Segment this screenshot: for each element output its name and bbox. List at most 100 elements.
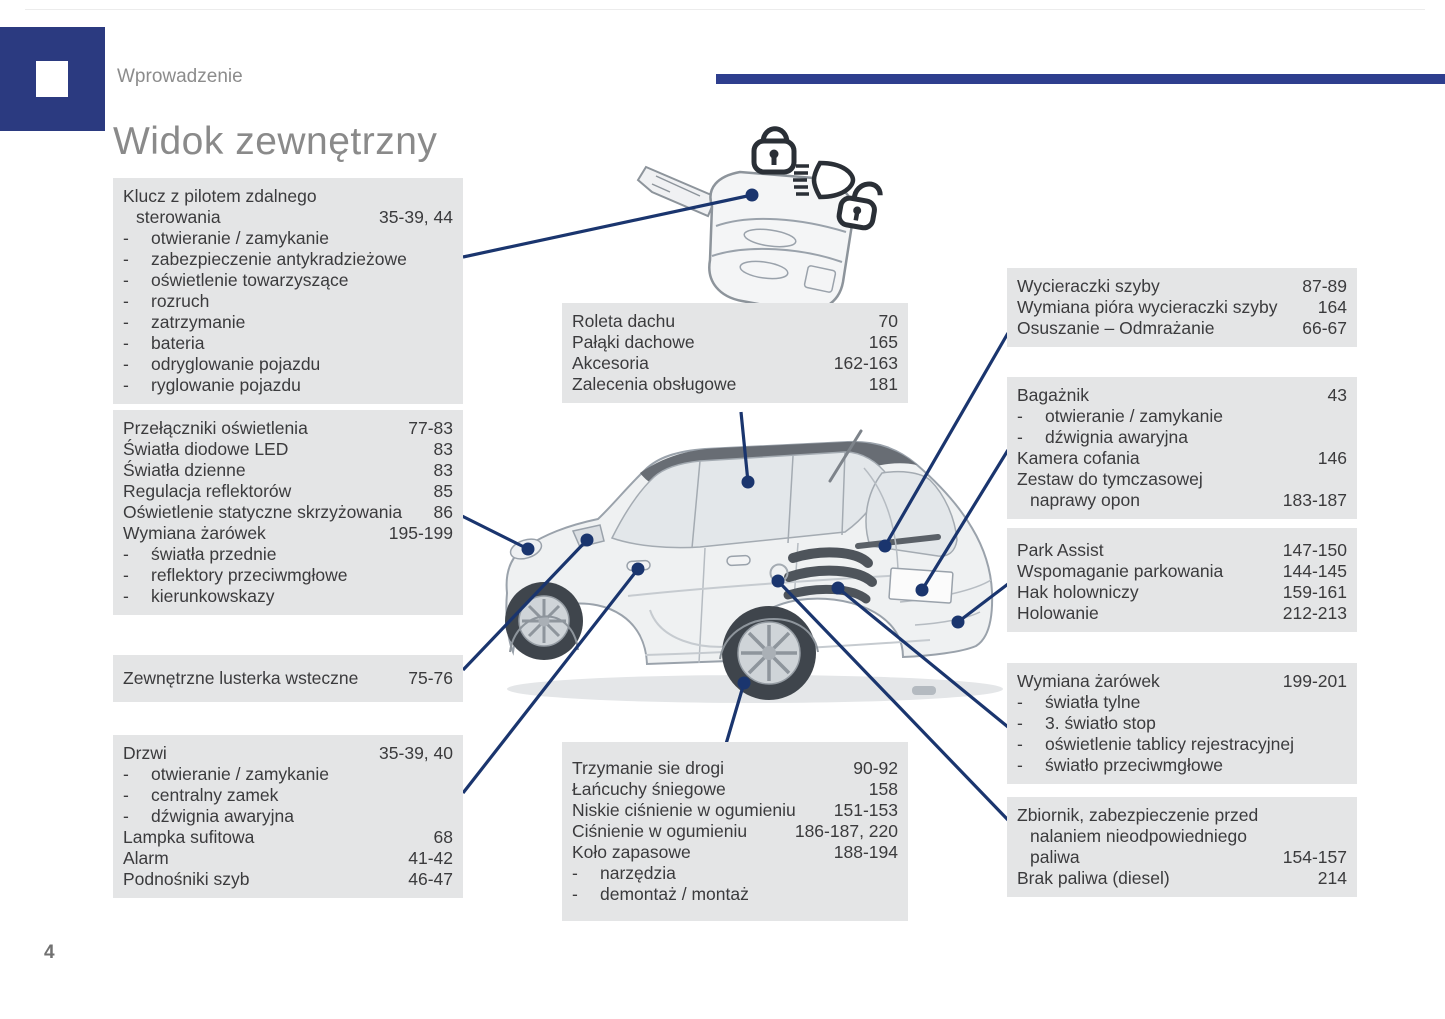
toc-pages: 199-201 bbox=[1282, 671, 1347, 691]
toc-label: bateria bbox=[151, 333, 205, 353]
toc-label: Łańcuchy śniegowe bbox=[572, 779, 726, 799]
callout-lines bbox=[461, 193, 1010, 822]
dash-marker: - bbox=[1017, 755, 1023, 775]
toc-label: Holowanie bbox=[1017, 603, 1099, 623]
rear-wheel bbox=[722, 606, 816, 700]
toc-row: Łańcuchy śniegowe 158 bbox=[572, 779, 898, 800]
toc-label: Drzwi bbox=[123, 743, 167, 763]
toc-label: narzędzia bbox=[600, 863, 676, 883]
toc-row: Zbiornik, zabezpieczenie przed bbox=[1017, 805, 1347, 826]
toc-row: -otwieranie / zamykanie bbox=[123, 228, 453, 249]
toc-pages: 164 bbox=[1317, 297, 1347, 317]
toc-label: Kamera cofania bbox=[1017, 448, 1140, 468]
toc-pages: 151-153 bbox=[833, 800, 898, 820]
toc-label: Pałąki dachowe bbox=[572, 332, 695, 352]
toc-pages: 181 bbox=[868, 374, 898, 394]
toc-pages: 83 bbox=[433, 439, 453, 459]
dash-marker: - bbox=[123, 249, 129, 269]
page-top-rule bbox=[25, 9, 1425, 10]
toc-pages: 158 bbox=[868, 779, 898, 799]
toc-pages: 68 bbox=[433, 827, 453, 847]
toc-label: otwieranie / zamykanie bbox=[151, 228, 329, 248]
toc-row: - narzędzia bbox=[572, 863, 898, 884]
toc-label: Przełączniki oświetlenia bbox=[123, 418, 308, 438]
toc-row: -odryglowanie pojazdu bbox=[123, 354, 453, 375]
toc-row: Akcesoria 162-163 bbox=[572, 353, 898, 374]
dash-marker: - bbox=[572, 863, 578, 883]
toc-label: Alarm bbox=[123, 848, 169, 868]
toc-label: Niskie ciśnienie w ogumieniu bbox=[572, 800, 796, 820]
toc-row: Światła diodowe LED 83 bbox=[123, 439, 453, 460]
toc-row: Niskie ciśnienie w ogumieniu 151-153 bbox=[572, 800, 898, 821]
front-wheel bbox=[505, 582, 583, 660]
toc-label: odryglowanie pojazdu bbox=[151, 354, 321, 374]
toc-row: -ryglowanie pojazdu bbox=[123, 375, 453, 396]
dash-marker: - bbox=[123, 270, 129, 290]
toc-label: Światła dzienne bbox=[123, 460, 246, 480]
page-number: 4 bbox=[44, 942, 55, 963]
toc-pages: 147-150 bbox=[1282, 540, 1347, 560]
roof-antenna bbox=[828, 429, 863, 483]
toc-pages: 86 bbox=[433, 502, 453, 522]
car-illustration bbox=[505, 429, 1003, 703]
lock-open-icon bbox=[836, 181, 883, 231]
toc-row: Park Assist 147-150 bbox=[1017, 540, 1347, 561]
chapter-logo-inner-square bbox=[36, 61, 68, 97]
toc-label: Akcesoria bbox=[572, 353, 649, 373]
headlight-beam-icon bbox=[793, 160, 856, 200]
toc-row: -zabezpieczenie antykradzieżowe bbox=[123, 249, 453, 270]
toc-pages: 162-163 bbox=[833, 353, 898, 373]
toc-pages: 41-42 bbox=[408, 848, 453, 868]
toc-pages: 183-187 bbox=[1282, 490, 1347, 510]
toc-label: Park Assist bbox=[1017, 540, 1104, 560]
toc-row: Lampka sufitowa 68 bbox=[123, 827, 453, 848]
toc-label: Zewnętrzne lusterka wsteczne bbox=[123, 668, 359, 688]
dash-marker: - bbox=[123, 312, 129, 332]
toc-label: otwieranie / zamykanie bbox=[151, 764, 329, 784]
toc-row: Oświetlenie statyczne skrzyżowania 86 bbox=[123, 502, 453, 523]
toc-label: Oświetlenie statyczne skrzyżowania bbox=[123, 502, 403, 522]
toc-pages: 75-76 bbox=[408, 668, 453, 688]
toc-label: rozruch bbox=[151, 291, 210, 311]
toc-label: paliwa bbox=[1030, 847, 1080, 867]
dash-marker: - bbox=[1017, 734, 1023, 754]
dash-marker: - bbox=[123, 333, 129, 353]
toc-pages: 154-157 bbox=[1282, 847, 1347, 867]
toc-row: Alarm 41-42 bbox=[123, 848, 453, 869]
toc-label: światła tylne bbox=[1045, 692, 1141, 712]
toc-row: -oświetlenie tablicy rejestracyjnej bbox=[1017, 734, 1347, 755]
toc-label: Lampka sufitowa bbox=[123, 827, 255, 847]
dash-marker: - bbox=[123, 565, 129, 585]
toc-label: światło przeciwmgłowe bbox=[1045, 755, 1223, 775]
header-accent-bar bbox=[716, 74, 1445, 84]
toc-label: 3. światło stop bbox=[1045, 713, 1156, 733]
toc-label: nalaniem nieodpowiedniego bbox=[1030, 826, 1247, 846]
toc-pages: 144-145 bbox=[1282, 561, 1347, 581]
toc-label: Bagażnik bbox=[1017, 385, 1089, 405]
toc-label: Światła diodowe LED bbox=[123, 439, 289, 459]
dash-marker: - bbox=[1017, 427, 1023, 447]
toc-label: Wymiana żarówek bbox=[123, 523, 266, 543]
toc-pages: 214 bbox=[1317, 868, 1347, 888]
toc-label: Roleta dachu bbox=[572, 311, 676, 331]
toc-pages: 159-161 bbox=[1282, 582, 1347, 602]
dash-marker: - bbox=[1017, 713, 1023, 733]
toc-label: Trzymanie sie drogi bbox=[572, 758, 725, 778]
toc-label: Regulacja reflektorów bbox=[123, 481, 292, 501]
